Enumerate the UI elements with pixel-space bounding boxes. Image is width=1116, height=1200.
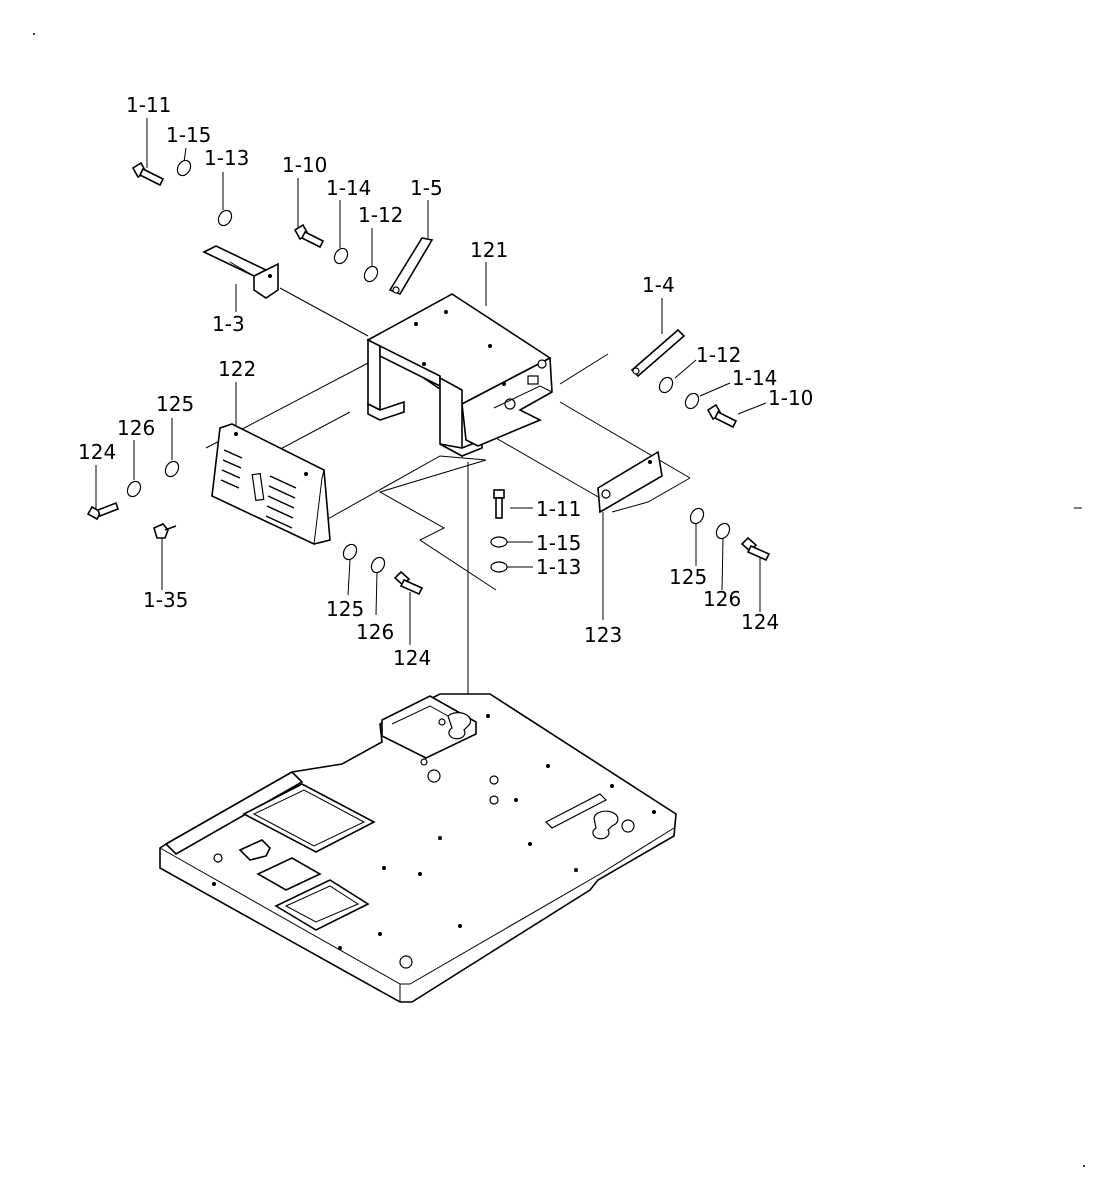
washer-126-bottom bbox=[370, 556, 386, 574]
align-rod-to-box bbox=[559, 353, 609, 385]
label-125-left: 125 bbox=[156, 392, 194, 416]
bolt-124-right bbox=[740, 536, 771, 562]
opening-large-top bbox=[242, 783, 376, 853]
leader-126-right bbox=[721, 537, 724, 591]
washer-1-12-top bbox=[363, 265, 379, 283]
align-plate-lower bbox=[481, 429, 601, 499]
side-cover-122 bbox=[211, 423, 331, 545]
label-1-15-top: 1-15 bbox=[166, 123, 211, 147]
leader-1-12-right bbox=[674, 359, 697, 379]
leader-126-bottom bbox=[375, 571, 378, 616]
washer-1-15-top bbox=[176, 159, 192, 177]
leader-1-14-right bbox=[699, 382, 731, 397]
label-1-10-top: 1-10 bbox=[282, 153, 327, 177]
leader-lines bbox=[95, 118, 767, 645]
label-124-right: 124 bbox=[741, 610, 779, 634]
box-frame-121 bbox=[366, 293, 553, 458]
rod-1-4 bbox=[630, 328, 686, 378]
align-zigzag bbox=[325, 455, 497, 591]
label-1-4: 1-4 bbox=[642, 273, 675, 297]
bolt-1-10-top bbox=[293, 223, 325, 249]
label-1-12-right: 1-12 bbox=[696, 343, 741, 367]
label-1-35: 1-35 bbox=[143, 588, 188, 612]
plate-123 bbox=[597, 450, 663, 514]
label-126-left: 126 bbox=[117, 416, 155, 440]
bolt-1-10-right bbox=[706, 403, 738, 429]
bolts bbox=[86, 161, 771, 596]
keyhole-right bbox=[592, 810, 619, 840]
washer-1-13-top bbox=[217, 209, 233, 227]
washer-1-13-mid bbox=[490, 561, 508, 573]
label-121: 121 bbox=[470, 238, 508, 262]
base-plate bbox=[159, 693, 677, 1003]
label-1-14-right: 1-14 bbox=[732, 366, 777, 390]
opening-tab bbox=[238, 839, 271, 861]
label-125-right: 125 bbox=[669, 565, 707, 589]
bolt-124-left bbox=[86, 501, 119, 521]
washer-126-left bbox=[126, 480, 142, 498]
washer-1-14-top bbox=[333, 247, 349, 265]
label-1-13-top: 1-13 bbox=[204, 146, 249, 170]
align-plate-upper bbox=[559, 401, 691, 479]
washer-126-right bbox=[715, 522, 731, 540]
part-labels: 1-11 1-15 1-13 1-10 1-14 1-12 1-5 121 1-… bbox=[78, 93, 813, 670]
bracket-1-3 bbox=[202, 245, 279, 299]
label-123: 123 bbox=[584, 623, 622, 647]
washer-1-14-right bbox=[684, 392, 700, 410]
rod-1-5 bbox=[388, 237, 434, 295]
washer-125-bottom bbox=[342, 543, 358, 561]
label-1-11-mid: 1-11 bbox=[536, 497, 581, 521]
screw-1-35 bbox=[153, 523, 177, 539]
slot-right bbox=[544, 793, 608, 829]
label-124-left: 124 bbox=[78, 440, 116, 464]
speck bbox=[33, 33, 35, 35]
label-1-3: 1-3 bbox=[212, 312, 245, 336]
bolt-1-11-top bbox=[131, 161, 165, 187]
washer-1-15-mid bbox=[490, 536, 508, 548]
label-122: 122 bbox=[218, 357, 256, 381]
bolt-1-11-mid bbox=[493, 489, 505, 519]
leader-125-bottom bbox=[347, 559, 351, 596]
label-126-right: 126 bbox=[703, 587, 741, 611]
align-bracket-to-box bbox=[279, 287, 369, 337]
opening-large-bottom bbox=[274, 879, 370, 931]
label-125-bottom: 125 bbox=[326, 597, 364, 621]
speck bbox=[1083, 1165, 1085, 1167]
washer-1-12-right bbox=[658, 376, 674, 394]
label-1-11-top: 1-11 bbox=[126, 93, 171, 117]
label-1-5: 1-5 bbox=[410, 176, 443, 200]
label-1-15-mid: 1-15 bbox=[536, 531, 581, 555]
label-1-10-right: 1-10 bbox=[768, 386, 813, 410]
label-1-13-mid: 1-13 bbox=[536, 555, 581, 579]
washers bbox=[126, 159, 731, 574]
label-1-14-top: 1-14 bbox=[326, 176, 371, 200]
leader-1-10-right bbox=[737, 402, 767, 415]
label-126-bottom: 126 bbox=[356, 620, 394, 644]
keyhole-rear bbox=[447, 712, 472, 740]
washer-125-left bbox=[164, 460, 180, 478]
assembly-lines bbox=[205, 287, 691, 876]
washer-125-right bbox=[689, 507, 705, 525]
vent-louvres bbox=[220, 449, 297, 529]
leader-1-15-top bbox=[183, 147, 187, 163]
bolt-124-bottom bbox=[393, 570, 424, 596]
label-124-bottom: 124 bbox=[393, 646, 431, 670]
label-1-12-top: 1-12 bbox=[358, 203, 403, 227]
align-plate-edge bbox=[611, 477, 691, 513]
opening-small bbox=[256, 857, 322, 891]
